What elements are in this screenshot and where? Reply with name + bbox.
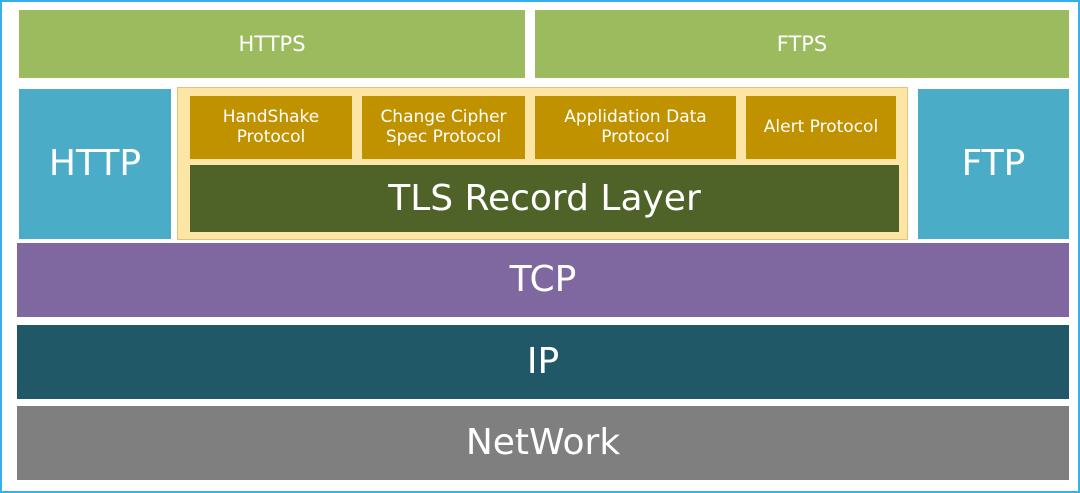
http-label: HTTP <box>48 143 142 185</box>
alert-protocol-box: Alert Protocol <box>746 96 896 159</box>
ip-label: IP <box>526 341 560 383</box>
network-label: NetWork <box>465 422 621 464</box>
application-data-box: Applidation Data Protocol <box>535 96 736 159</box>
ip-layer: IP <box>17 325 1069 399</box>
handshake-protocol-label: HandShake Protocol <box>222 106 320 147</box>
network-layer: NetWork <box>17 406 1069 480</box>
https-label: HTTPS <box>238 31 306 56</box>
change-cipher-spec-label: Change Cipher Spec Protocol <box>380 106 507 147</box>
https-layer: HTTPS <box>19 10 525 78</box>
tcp-layer: TCP <box>17 243 1069 317</box>
ftp-layer: FTP <box>918 89 1069 239</box>
http-layer: HTTP <box>19 89 171 239</box>
tcp-label: TCP <box>509 259 577 301</box>
ftps-layer: FTPS <box>535 10 1069 78</box>
tls-record-layer: TLS Record Layer <box>190 165 899 232</box>
ftp-label: FTP <box>961 143 1026 185</box>
application-data-label: Applidation Data Protocol <box>564 106 707 147</box>
ftps-label: FTPS <box>776 31 828 56</box>
tls-record-layer-label: TLS Record Layer <box>388 177 701 219</box>
alert-protocol-label: Alert Protocol <box>763 116 879 137</box>
change-cipher-spec-box: Change Cipher Spec Protocol <box>362 96 525 159</box>
handshake-protocol-box: HandShake Protocol <box>190 96 352 159</box>
